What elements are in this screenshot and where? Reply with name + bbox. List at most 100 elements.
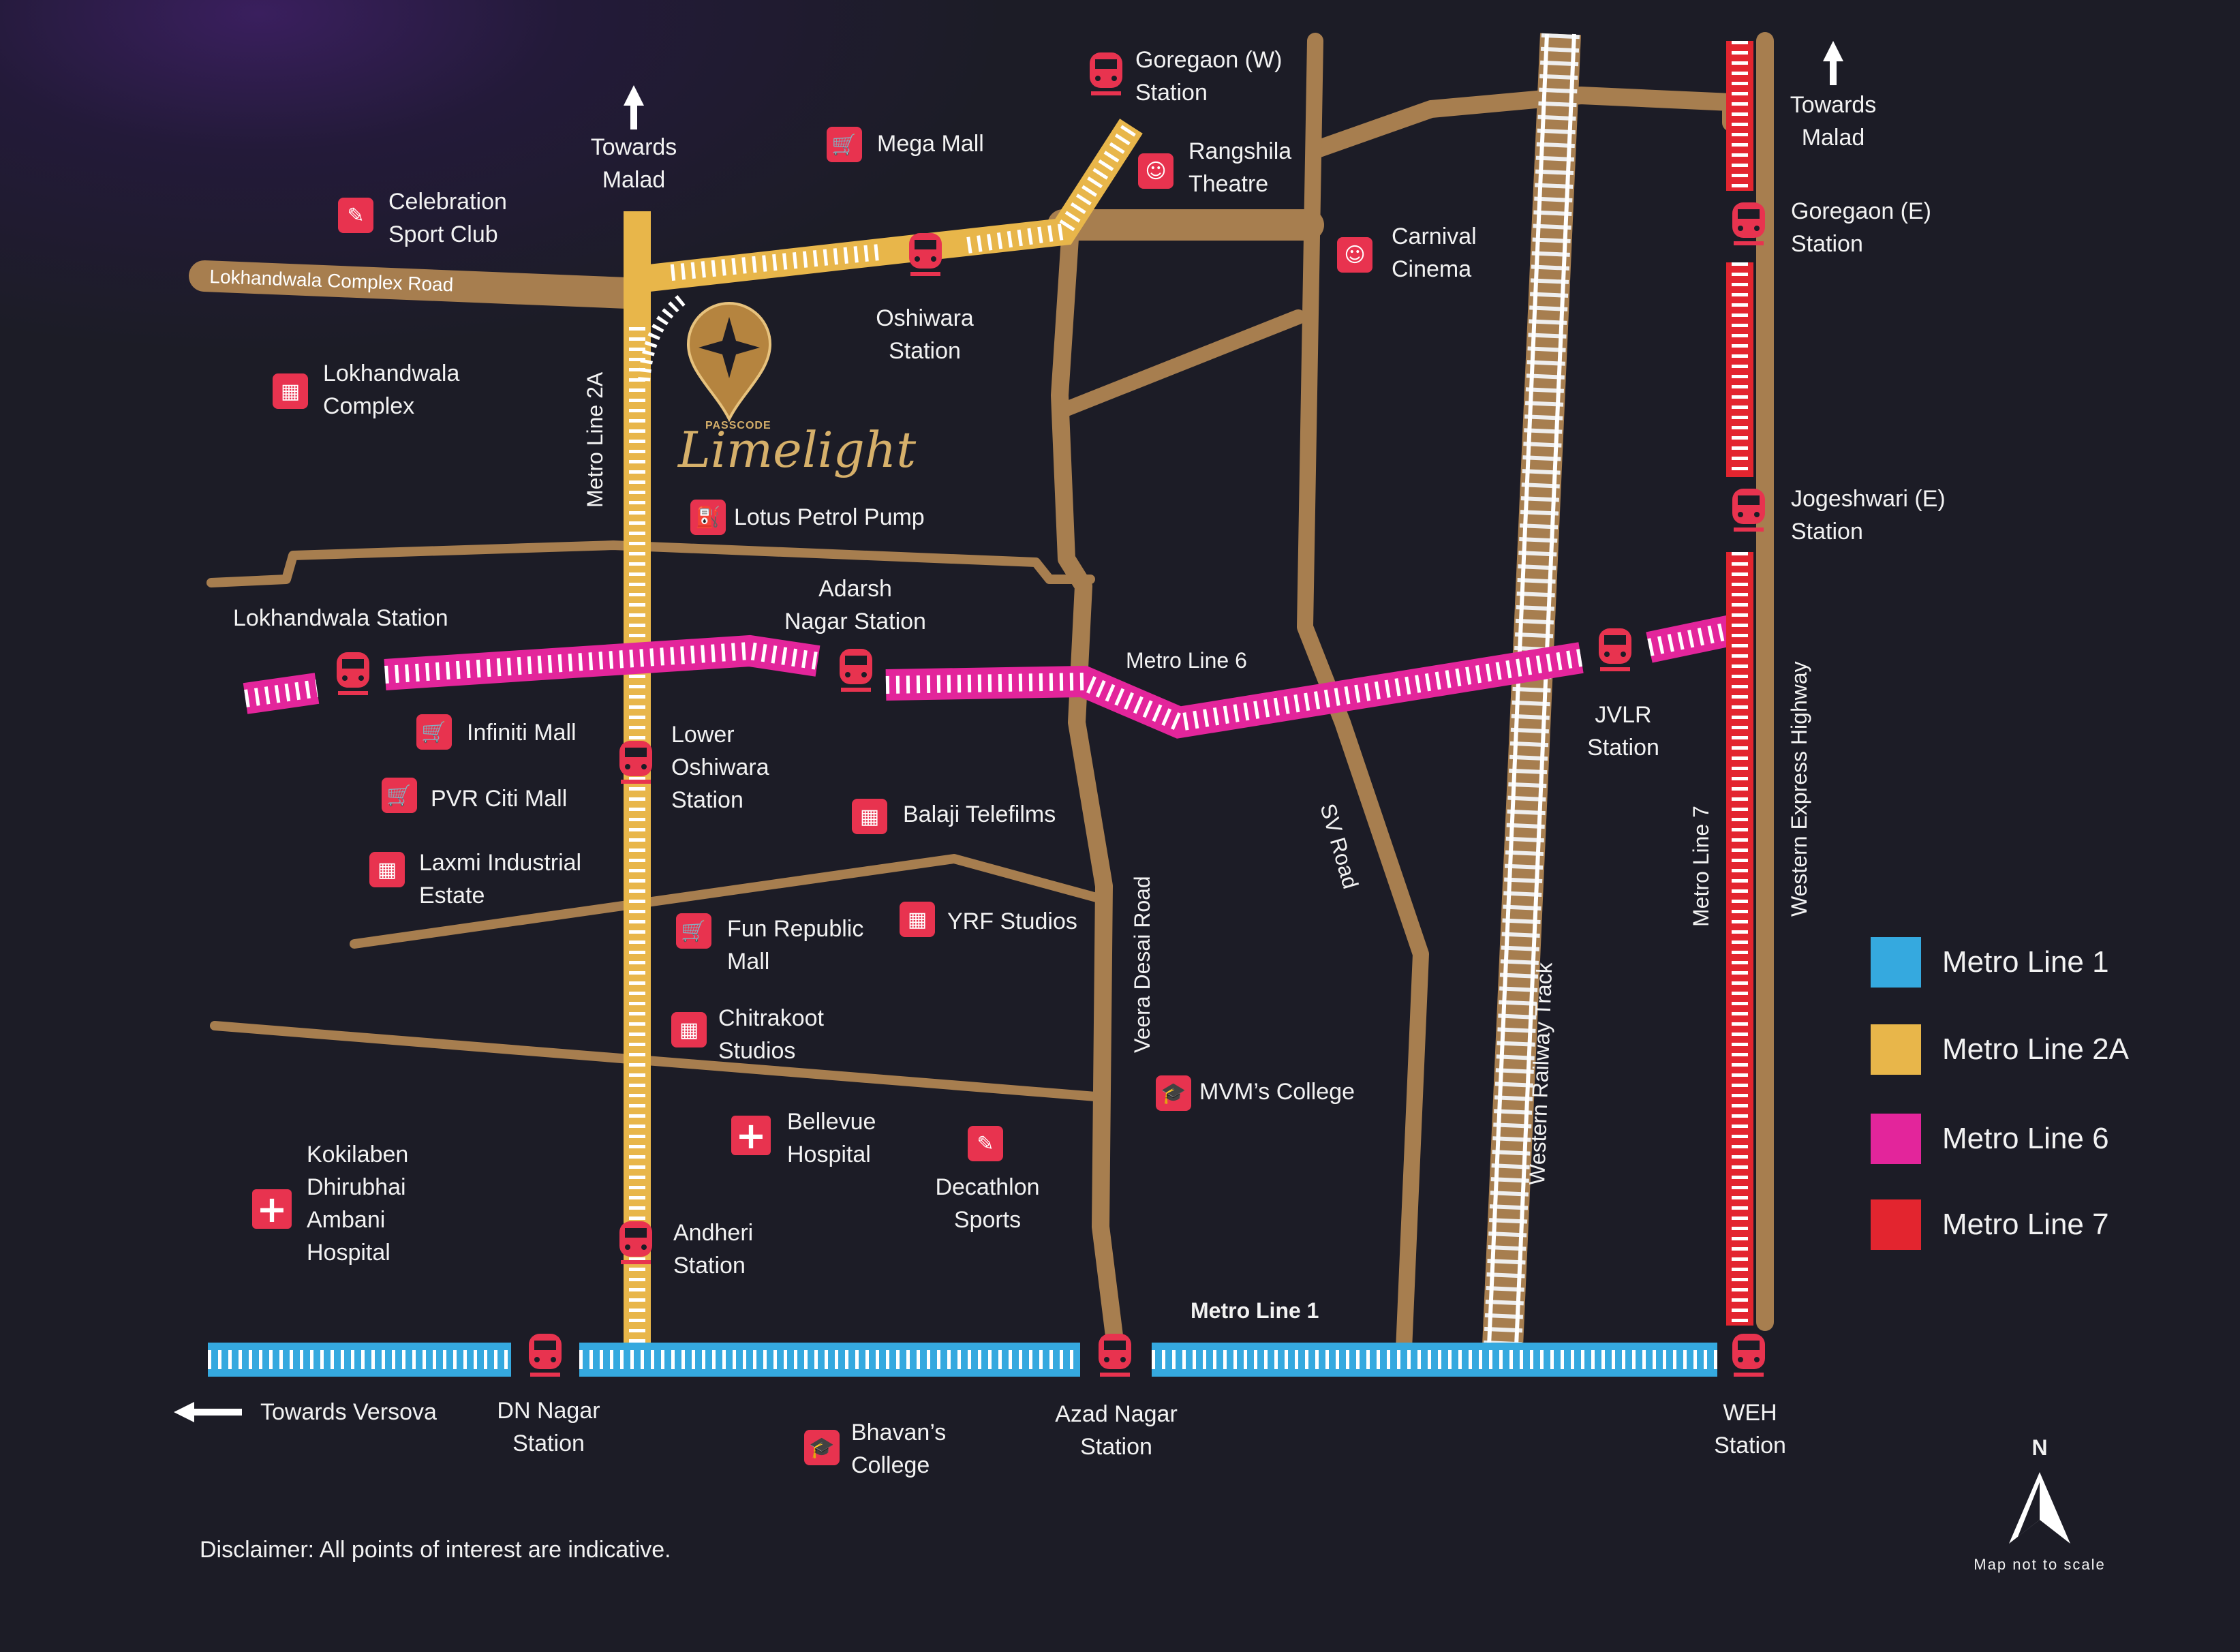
train-icon-azad-nagar [1096, 1332, 1134, 1381]
balaji-telefilms-label: Balaji Telefilms [903, 801, 1056, 827]
train-icon-andheri [617, 1220, 655, 1269]
hospital-cross-icon: + [252, 1188, 292, 1231]
kokilaben-hospital-label: Kokilaben Dhirubhai Ambani Hospital [307, 1142, 409, 1266]
sv-road [1297, 33, 1429, 1358]
arrow-left-icon [174, 1402, 242, 1422]
towards-malad-right-label: Towards Malad [1790, 92, 1877, 151]
yrf-studios-label: YRF Studios [947, 908, 1077, 934]
sports-icon: ✎ [968, 1126, 1003, 1161]
towards-malad-left-label: Towards Malad [590, 134, 677, 193]
towards-versova-label: Towards Versova [260, 1399, 437, 1425]
metro-line-2a-label: Metro Line 2A [583, 371, 607, 508]
lotus-petrol-pump-label: Lotus Petrol Pump [734, 504, 925, 530]
train-icon-lokhandwala [334, 651, 372, 700]
train-icon-goregaon-e [1730, 201, 1768, 250]
shopping-cart-icon: 🛒 [416, 714, 452, 750]
train-icon-weh [1730, 1332, 1768, 1381]
road-goregaon-link [1306, 87, 1740, 159]
legend-label-line-7: Metro Line 7 [1942, 1208, 2109, 1241]
branch-road [1059, 309, 1306, 416]
theatre-masks-icon: ☺ [1337, 237, 1372, 273]
shopping-cart-icon: 🛒 [382, 778, 417, 813]
compass-north-label: N [2031, 1435, 2048, 1460]
disclaimer-label: Disclaimer: All points of interest are i… [200, 1537, 671, 1563]
metro-line-6 [243, 615, 1734, 739]
metro-line-6-label: Metro Line 6 [1126, 648, 1247, 673]
road-mid-h [350, 854, 1109, 949]
arrow-up-icon-right [1823, 41, 1843, 85]
shopping-cart-icon: 🛒 [676, 913, 711, 949]
infiniti-mall-label: Infiniti Mall [467, 720, 577, 746]
legend-swatch-line-7 [1871, 1199, 1921, 1250]
andheri-station-label: Andheri Station [673, 1220, 754, 1279]
train-icon-goregaon-w [1087, 51, 1125, 100]
veera-desai-road [1051, 230, 1123, 1345]
jogeshwari-e-station-label: Jogeshwari (E) Station [1791, 486, 1946, 545]
legend-swatch-line-1 [1871, 937, 1921, 988]
train-icon-adarsh-nagar [837, 647, 875, 697]
azad-nagar-station-label: Azad Nagar Station [1055, 1401, 1178, 1460]
train-icon-lower-oshiwara [617, 739, 655, 789]
legend-swatch-line-6 [1871, 1114, 1921, 1164]
oshiwara-station-label: Oshiwara Station [876, 305, 974, 364]
project-pin-icon [686, 302, 772, 423]
fuel-pump-icon: ⛽ [690, 500, 726, 535]
lokhandwala-complex-road [189, 260, 643, 309]
chitrakoot-studios-label: Chitrakoot Studios [718, 1005, 824, 1064]
legend-label-line-1: Metro Line 1 [1942, 945, 2109, 979]
graduation-cap-icon: 🎓 [1156, 1075, 1191, 1111]
theatre-masks-icon: ☺ [1138, 153, 1173, 189]
decathlon-sports-label: Decathlon Sports [935, 1174, 1040, 1233]
map-not-to-scale-label: Map not to scale [1974, 1556, 2106, 1573]
train-icon-jvlr [1596, 627, 1634, 676]
bellevue-hospital-label: Bellevue Hospital [787, 1109, 876, 1167]
carnival-cinema-label: Carnival Cinema [1392, 224, 1477, 282]
legend-swatch-line-2a [1871, 1024, 1921, 1075]
dn-nagar-station-label: DN Nagar Station [497, 1398, 600, 1456]
compass-icon [2009, 1472, 2070, 1544]
jvlr-station-label: JVLR Station [1587, 702, 1659, 761]
fun-republic-mall-label: Fun Republic Mall [727, 916, 864, 975]
train-icon-dn-nagar [526, 1332, 564, 1381]
roads [189, 32, 1774, 1358]
celebration-sport-club-label: Celebration Sport Club [388, 189, 507, 247]
railway-track [1482, 33, 1581, 1347]
road-lower-h [210, 1021, 1109, 1102]
metro-line-1-label: Metro Line 1 [1191, 1298, 1319, 1323]
project-name-label: Limelight [678, 421, 917, 478]
building-icon: ▦ [852, 799, 887, 834]
western-express-highway-label: Western Express Highway [1787, 661, 1811, 917]
sports-icon: ✎ [338, 198, 373, 233]
lokhandwala-complex-label: Lokhandwala Complex [323, 361, 460, 419]
hospital-cross-icon: + [731, 1114, 771, 1157]
lokhandwala-station-label: Lokhandwala Station [233, 605, 448, 631]
train-icon-jogeshwari-e [1730, 487, 1768, 536]
project-brand-label: PASSCODE [705, 420, 771, 431]
legend-label-line-6: Metro Line 6 [1942, 1122, 2109, 1155]
building-icon: ▦ [900, 902, 935, 937]
building-icon: ▦ [369, 852, 405, 887]
shopping-cart-icon: 🛒 [827, 127, 862, 162]
building-icon: ▦ [273, 373, 308, 409]
pvr-citi-mall-label: PVR Citi Mall [431, 786, 568, 812]
mega-mall-label: Mega Mall [877, 131, 984, 157]
road-lokhandwala-h [206, 540, 1095, 587]
building-icon: ▦ [671, 1012, 707, 1047]
train-icon-oshiwara [906, 232, 945, 281]
mvms-college-label: MVM’s College [1199, 1079, 1355, 1105]
adarsh-nagar-station-label: Adarsh Nagar Station [784, 576, 926, 634]
legend-label-line-2a: Metro Line 2A [1942, 1032, 2129, 1066]
weh-station-label: WEH Station [1714, 1400, 1786, 1458]
rangshila-theatre-label: Rangshila Theatre [1188, 138, 1292, 197]
veera-desai-road-label: Veera Desai Road [1130, 876, 1154, 1053]
metro-line-7-label: Metro Line 7 [1689, 806, 1713, 927]
goregaon-e-station-label: Goregaon (E) Station [1791, 198, 1931, 257]
arrow-icons [174, 41, 1843, 1422]
arrow-up-icon [624, 85, 644, 129]
graduation-cap-icon: 🎓 [804, 1430, 840, 1465]
laxmi-industrial-estate-label: Laxmi Industrial Estate [419, 850, 582, 908]
lower-oshiwara-station-label: Lower Oshiwara Station [671, 722, 769, 813]
goregaon-w-station-label: Goregaon (W) Station [1135, 47, 1283, 106]
